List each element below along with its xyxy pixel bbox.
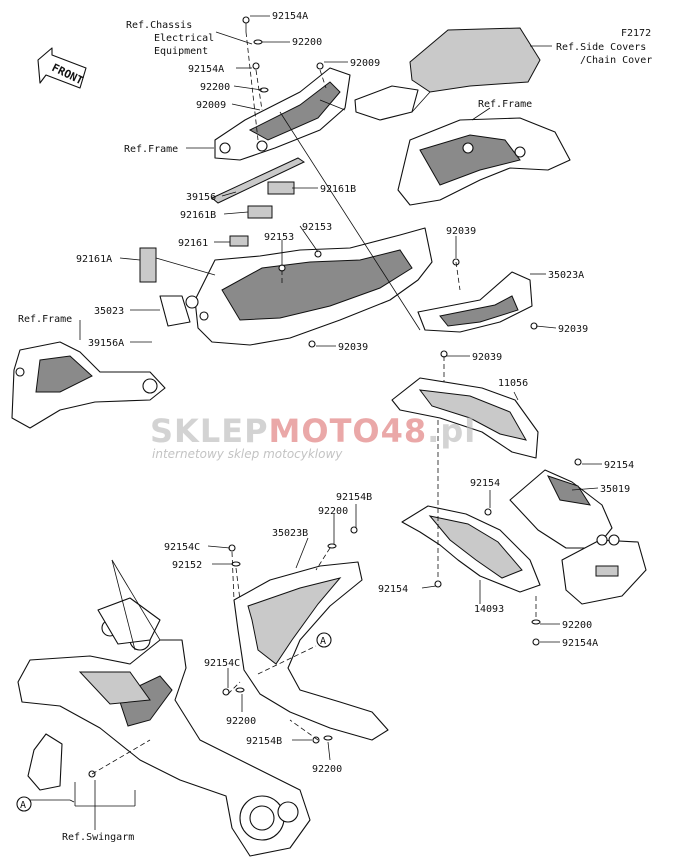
part-label: 92153 — [264, 232, 294, 243]
strip-39156-part — [211, 157, 306, 204]
part-label: 39156 — [186, 192, 216, 203]
part-label: 92200 — [226, 716, 256, 727]
svg-text:A: A — [320, 636, 326, 647]
part-label: 92161 — [178, 238, 208, 249]
part-label: 39156A — [88, 338, 124, 349]
part-label: 92154A — [188, 64, 224, 75]
part-label: 35019 — [600, 484, 630, 495]
part-label: 92200 — [562, 620, 592, 631]
pad-92161a — [139, 247, 157, 283]
part-label: 92154A — [562, 638, 598, 649]
ref-swingarm-label: Ref.Swingarm — [62, 832, 134, 843]
part-label: 92009 — [196, 100, 226, 111]
part-label: 92161B — [320, 184, 356, 195]
part-14093 — [401, 505, 541, 593]
dashed-lines — [91, 31, 537, 775]
part-label: 11056 — [498, 378, 528, 389]
ref-frame-lower-label: Ref.Frame — [18, 314, 72, 325]
pad-92161 — [229, 235, 249, 247]
undertray-part — [159, 227, 433, 346]
part-label: 92039 — [338, 342, 368, 353]
part-label: 92200 — [318, 506, 348, 517]
pad-92161b-right — [267, 181, 295, 195]
ref-equipment-label: Equipment — [154, 46, 208, 57]
part-label: 35023B — [272, 528, 308, 539]
part-label: 35023 — [94, 306, 124, 317]
front-arrow-icon: FRONT — [37, 47, 87, 89]
watermark-subtitle: internetowy sklep motocyklowy — [152, 447, 343, 461]
part-label: 92039 — [446, 226, 476, 237]
marker-a-left: A — [16, 796, 32, 812]
part-label: 92200 — [312, 764, 342, 775]
part-label: 92154 — [470, 478, 500, 489]
svg-text:A: A — [20, 800, 26, 811]
part-11056 — [391, 377, 539, 459]
part-label: 92154C — [164, 542, 200, 553]
svg-text:SKLEPMOTO48.pl: SKLEPMOTO48.pl — [150, 412, 476, 450]
part-35019 — [509, 469, 647, 605]
part-label: 92039 — [472, 352, 502, 363]
part-label: 92200 — [292, 37, 322, 48]
leader-lines — [30, 15, 602, 830]
part-label: 92152 — [172, 560, 202, 571]
frame-left-part — [11, 341, 166, 429]
electrical-bracket-part — [214, 67, 351, 161]
ref-frame-top-label: Ref.Frame — [478, 99, 532, 110]
watermark-logo: SKLEPMOTO48.pl internetowy sklep motocyk… — [150, 412, 476, 461]
part-label: 92154 — [604, 460, 634, 471]
ref-electrical-label: Electrical — [154, 33, 214, 44]
part-label: 92161B — [180, 210, 216, 221]
part-35023a — [417, 271, 533, 333]
part-label: 92154 — [378, 584, 408, 595]
frame-top-part — [397, 117, 571, 206]
marker-a-right: A — [316, 632, 332, 648]
diagram-code: F2172 — [621, 28, 651, 39]
part-label: 92200 — [200, 82, 230, 93]
part-label: 92154B — [336, 492, 372, 503]
swingarm-part — [17, 597, 311, 857]
hardware-group — [88, 16, 582, 778]
part-label: 92161A — [76, 254, 112, 265]
part-label: 14093 — [474, 604, 504, 615]
part-label: 92154C — [204, 658, 240, 669]
part-35023b — [233, 561, 389, 741]
part-label: 92154A — [272, 11, 308, 22]
ref-side-covers-label: Ref.Side Covers — [556, 42, 646, 53]
side-cover-part — [354, 27, 541, 121]
pad-92161b-left — [247, 205, 273, 219]
ref-frame-left-label: Ref.Frame — [124, 144, 178, 155]
ref-chain-cover-label: /Chain Cover — [580, 55, 652, 66]
part-label: 92153 — [302, 222, 332, 233]
part-label: 92154B — [246, 736, 282, 747]
part-label: 92009 — [350, 58, 380, 69]
part-label: 35023A — [548, 270, 584, 281]
ref-chassis-label: Ref.Chassis — [126, 20, 192, 31]
part-label: 92039 — [558, 324, 588, 335]
